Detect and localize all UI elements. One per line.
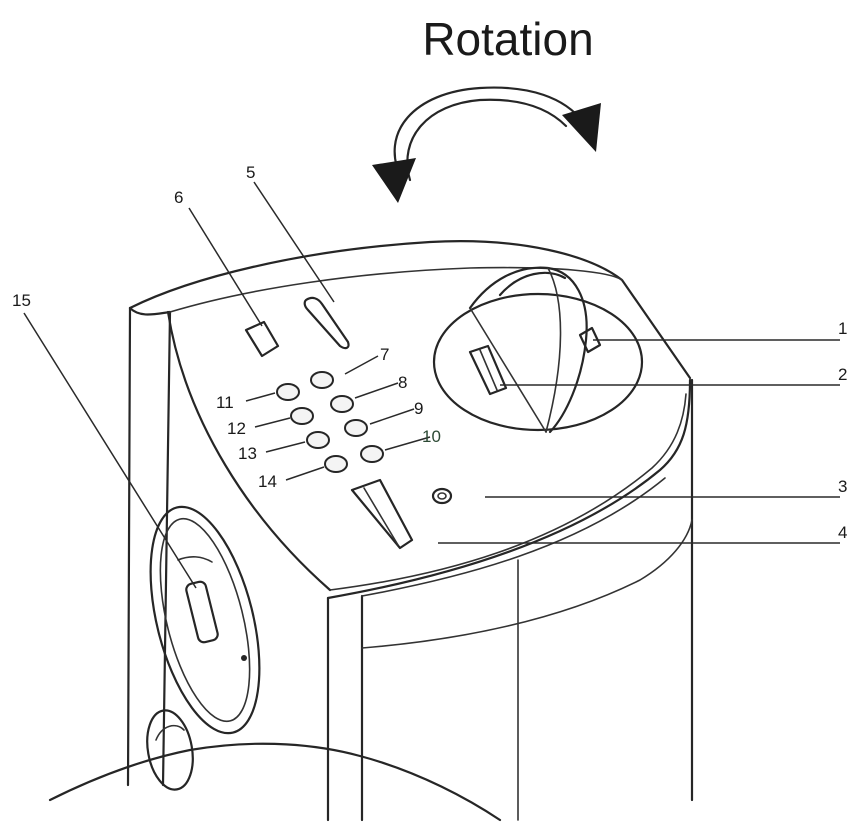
callout-4: 4 xyxy=(838,523,847,542)
callout-labels: 1 2 3 4 5 6 7 8 9 10 11 12 13 14 15 xyxy=(12,163,847,542)
button-12[interactable] xyxy=(290,407,314,425)
button-7[interactable] xyxy=(310,371,334,389)
card-slot xyxy=(303,296,350,350)
rotary-knob[interactable] xyxy=(432,266,644,434)
keypad[interactable] xyxy=(276,371,384,473)
button-11[interactable] xyxy=(276,383,300,401)
callout-10: 10 xyxy=(422,427,441,446)
callout-14: 14 xyxy=(258,472,277,491)
callout-3: 3 xyxy=(838,477,847,496)
small-round-button[interactable] xyxy=(431,487,453,505)
button-13[interactable] xyxy=(306,431,330,449)
button-10[interactable] xyxy=(360,445,384,463)
callout-5: 5 xyxy=(246,163,255,182)
callout-15: 15 xyxy=(12,291,31,310)
callout-13: 13 xyxy=(238,444,257,463)
callout-8: 8 xyxy=(398,373,407,392)
small-window xyxy=(244,320,280,358)
lower-slot xyxy=(350,478,414,550)
button-9[interactable] xyxy=(344,419,368,437)
callout-11: 11 xyxy=(216,393,234,412)
lower-dial xyxy=(146,709,194,791)
device-body xyxy=(126,240,694,822)
callout-12: 12 xyxy=(227,419,246,438)
button-8[interactable] xyxy=(330,395,354,413)
diagram-title: Rotation xyxy=(422,13,593,65)
callout-1: 1 xyxy=(838,319,847,338)
callout-7: 7 xyxy=(380,345,389,364)
rotation-arrow-icon xyxy=(372,86,601,203)
button-14[interactable] xyxy=(324,455,348,473)
leader-lines xyxy=(23,181,840,589)
callout-6: 6 xyxy=(174,188,183,207)
side-dial[interactable] xyxy=(130,496,279,744)
callout-2: 2 xyxy=(838,365,847,384)
base-outline xyxy=(48,742,502,822)
callout-9: 9 xyxy=(414,399,423,418)
